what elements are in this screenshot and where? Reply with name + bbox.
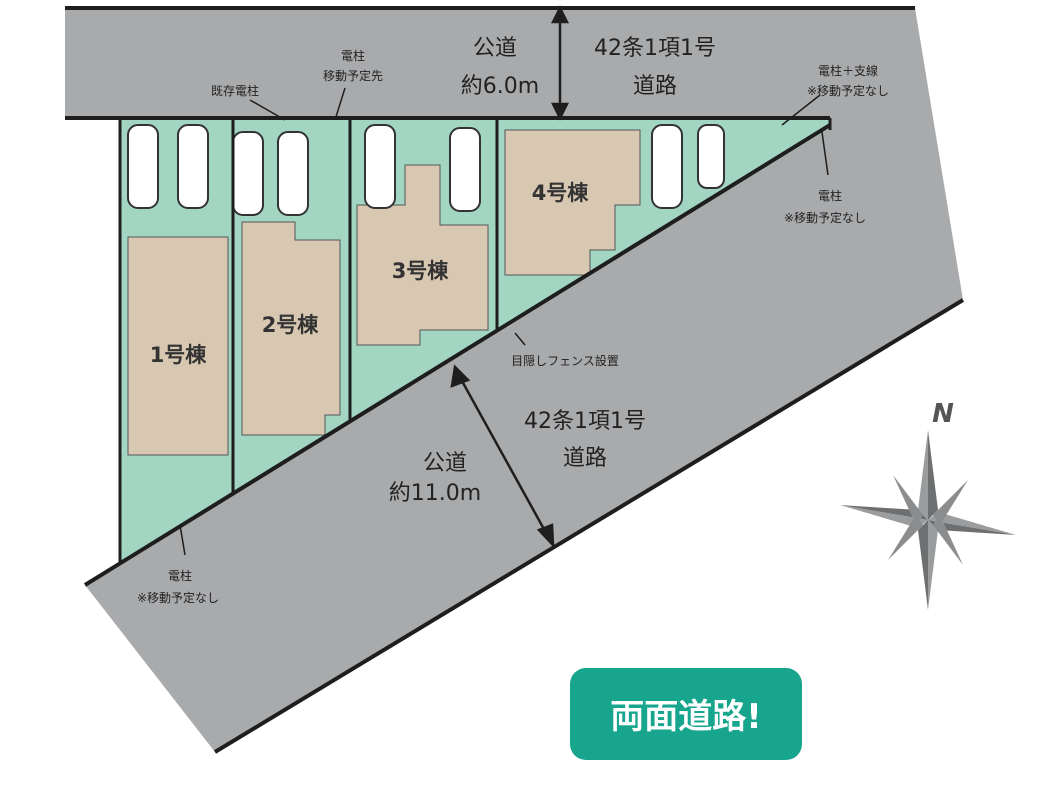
pole-bottom-label: 電柱	[168, 568, 192, 583]
pole-right-label-2: ※移動予定なし	[784, 210, 866, 225]
building-1-label: 1号棟	[150, 343, 208, 367]
bottom-road-width: 約11.0m	[389, 481, 481, 506]
compass-north-label: N	[932, 399, 954, 429]
top-road-width: 約6.0m	[461, 74, 539, 99]
compass-rose-icon: N	[840, 399, 1016, 610]
car-icon	[127, 124, 159, 209]
bottom-road-type: 42条1項1号	[524, 409, 646, 434]
pole-relocation-label-2: 移動予定先	[323, 68, 383, 83]
pointer-lines	[179, 87, 829, 556]
pole-guy-label-2: ※移動予定なし	[807, 83, 889, 98]
bottom-road-name: 公道	[423, 451, 467, 476]
pole-bottom-label-2: ※移動予定なし	[137, 590, 219, 605]
building-3-label: 3号棟	[392, 259, 450, 283]
top-road-type-2: 道路	[633, 74, 677, 99]
car-icon	[697, 124, 725, 189]
badge-text: 両面道路!	[610, 697, 762, 737]
double-road-badge: 両面道路!	[570, 668, 802, 760]
parking-cars	[127, 124, 725, 216]
pole-relocation-label: 電柱	[341, 48, 365, 63]
pole-right-label: 電柱	[818, 188, 842, 203]
top-road-name: 公道	[473, 36, 517, 61]
building-4-label: 4号棟	[532, 181, 590, 205]
car-icon	[449, 127, 481, 212]
car-icon	[232, 131, 264, 216]
pole-guy-label: 電柱＋支線	[818, 63, 878, 78]
building-1	[127, 236, 229, 456]
existing-pole-label: 既存電柱	[211, 83, 259, 98]
building-2-label: 2号棟	[262, 313, 320, 337]
car-icon	[651, 124, 683, 209]
top-road-type: 42条1項1号	[594, 36, 716, 61]
boundary-lines	[65, 6, 965, 754]
car-icon	[177, 124, 209, 209]
building-2	[241, 221, 341, 436]
car-icon	[277, 131, 309, 216]
fence-label: 目隠しフェンス設置	[511, 353, 619, 368]
bottom-road-type-2: 道路	[563, 446, 607, 471]
lot-area	[120, 118, 830, 562]
car-icon	[364, 124, 396, 209]
building-4	[504, 129, 641, 276]
dimension-arrows	[450, 5, 570, 549]
building-3	[356, 164, 489, 346]
